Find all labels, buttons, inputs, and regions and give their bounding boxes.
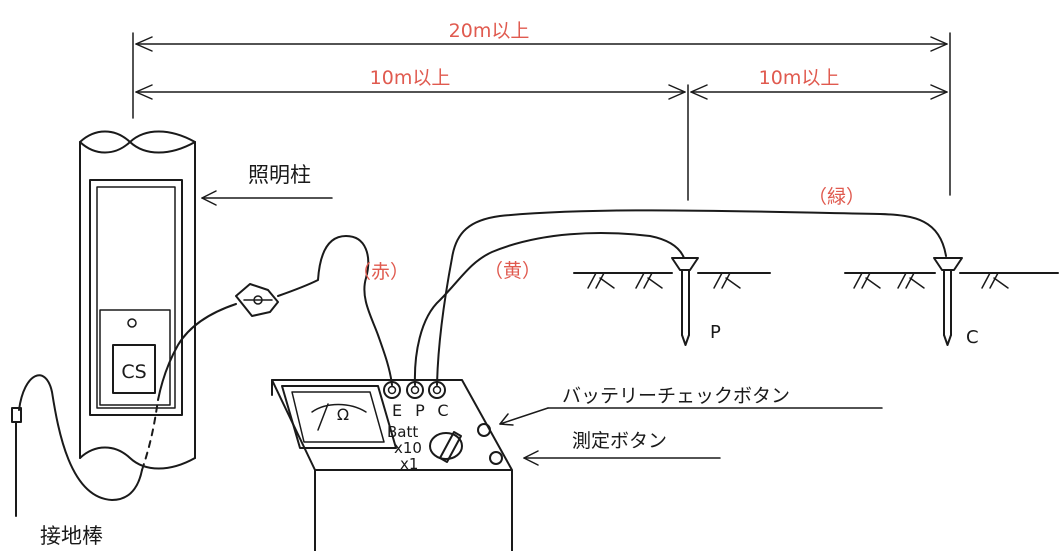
range-x1-label: x1 — [400, 455, 418, 473]
range-knob-pointer — [439, 431, 462, 463]
battery-check-arrowhead — [499, 413, 514, 426]
ground-rod-assembly: 接地棒 — [11, 374, 159, 548]
pole-label: 照明柱 — [248, 163, 311, 187]
arrowhead-left-right — [690, 84, 708, 100]
measure-callout: 測定ボタン — [523, 430, 721, 466]
probe-c: C — [933, 257, 979, 348]
probe-c-head — [933, 257, 963, 271]
clip-lead-to-pole — [157, 303, 237, 401]
pole-bottom-break — [79, 446, 196, 470]
terminal-c[interactable] — [428, 381, 446, 399]
pole-top-break-back — [79, 130, 196, 154]
ground-surface — [573, 272, 1059, 289]
probe-p-label: P — [710, 322, 721, 343]
ground-rod-wire-hidden — [141, 399, 159, 471]
meter-needle — [317, 403, 329, 431]
terminal-e-inner — [387, 385, 397, 395]
battery-check-button[interactable] — [477, 423, 491, 437]
meter-window — [281, 385, 397, 449]
cs-box — [112, 344, 156, 394]
ground-rod-wire — [18, 374, 143, 501]
meter-unit-symbol: Ω — [337, 405, 349, 424]
terminal-e-outer — [383, 381, 401, 399]
yellow-wire — [413, 232, 685, 386]
ground-hatch — [587, 272, 615, 289]
arrowhead-right-left — [668, 84, 686, 100]
dimension-left-label: 10m以上 — [370, 67, 451, 89]
ground-rod-label: 接地棒 — [40, 524, 103, 548]
meter-window-inner — [291, 391, 385, 443]
range-x10-label: x10 — [394, 439, 422, 457]
pole-panel — [99, 309, 171, 406]
arrowhead-right-total — [930, 36, 948, 52]
dimension-right-label: 10m以上 — [759, 67, 840, 89]
green-wire-label: （緑） — [808, 186, 865, 208]
terminal-c-inner — [432, 385, 442, 395]
arrowhead-right-right — [930, 84, 948, 100]
measure-button-label: 測定ボタン — [572, 430, 667, 452]
alligator-clip — [235, 283, 279, 317]
battery-check-callout-line — [499, 407, 549, 425]
probe-wires: （黄） （緑） — [413, 186, 947, 386]
earth-tester: Ω E P C Batt x10 x1 — [271, 379, 513, 551]
terminal-e-label: E — [392, 401, 402, 420]
arrowhead-left-left — [135, 84, 153, 100]
arrowhead-left-total — [135, 36, 153, 52]
red-wire — [277, 235, 393, 386]
alligator-clip-pivot — [253, 295, 263, 305]
measure-button[interactable] — [489, 451, 503, 465]
battery-check-callout: バッテリーチェックボタン — [499, 385, 883, 426]
red-wire-label: （赤） — [352, 261, 409, 283]
green-wire — [436, 209, 947, 386]
pole-door-inner — [96, 186, 176, 409]
pole-door-outer — [89, 179, 183, 416]
range-batt-label: Batt — [387, 423, 418, 441]
probe-c-tip — [943, 334, 952, 346]
terminal-p-outer — [406, 381, 424, 399]
measure-arrowhead — [523, 450, 539, 466]
ground-hatch — [853, 272, 881, 289]
dimension-lines: 20m以上 10m以上 10m以上 — [132, 20, 951, 201]
probe-c-label: C — [966, 327, 979, 348]
pole-callout: 照明柱 — [201, 163, 333, 206]
terminal-p[interactable] — [406, 381, 424, 399]
terminal-e[interactable] — [383, 381, 401, 399]
probe-p-tip — [681, 334, 690, 346]
ground-hatch — [713, 272, 741, 289]
pole-callout-arrowhead — [201, 190, 217, 206]
probe-p-head — [671, 257, 699, 271]
range-knob-body — [429, 432, 463, 460]
meter-scale-arc — [311, 403, 367, 413]
range-selector-knob[interactable] — [429, 431, 463, 463]
ground-hatch — [635, 272, 663, 289]
terminal-p-label: P — [415, 401, 425, 420]
probe-p: P — [671, 257, 721, 346]
dimension-total-label: 20m以上 — [449, 20, 530, 42]
cs-box-label: CS — [121, 361, 146, 383]
ground-hatch — [981, 272, 1009, 289]
lighting-pole: CS — [79, 130, 196, 470]
battery-check-button-label: バッテリーチェックボタン — [562, 385, 790, 407]
ground-hatch — [897, 272, 925, 289]
terminal-c-outer — [428, 381, 446, 399]
pole-panel-screw — [127, 318, 137, 328]
yellow-wire-label: （黄） — [484, 260, 541, 282]
clip-assembly: （赤） — [157, 235, 409, 401]
terminal-p-inner — [410, 385, 420, 395]
terminal-c-label: C — [437, 401, 448, 420]
